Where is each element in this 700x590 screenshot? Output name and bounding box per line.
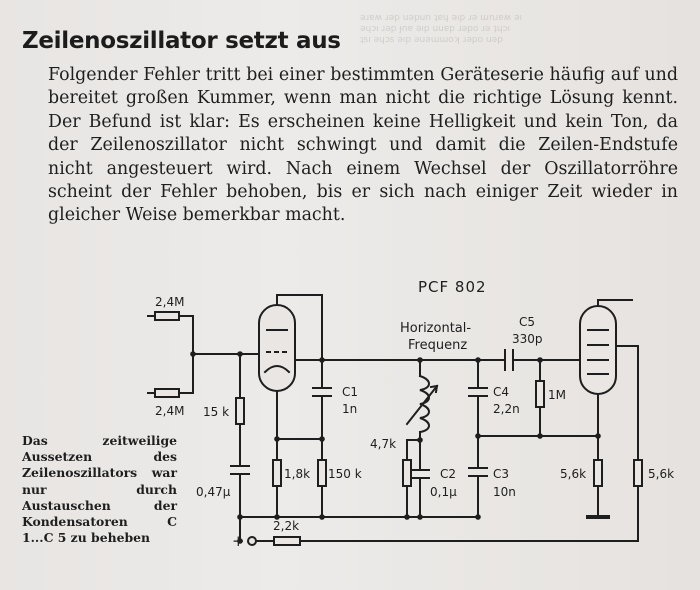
label-plus: +	[232, 532, 245, 550]
coil-variable	[418, 374, 430, 434]
article-body: Folgender Fehler tritt bei einer bestimm…	[48, 64, 678, 228]
label-r-in-top: 2,4M	[155, 295, 184, 309]
label-r-18k: 1,8k	[284, 467, 310, 481]
plus-terminal	[247, 536, 257, 546]
resistor-input-bottom	[154, 388, 180, 398]
label-r-15k: 15 k	[203, 405, 229, 419]
figure-caption: Das zeitweilige Aussetzen des Zeilenoszi…	[22, 433, 177, 546]
label-c1-value: 1n	[342, 402, 357, 416]
capacitor-c5	[504, 349, 514, 371]
capacitor-c1	[312, 387, 332, 397]
label-freq-1: Horizontal-	[400, 321, 471, 336]
resistor-4-7k	[402, 459, 412, 487]
resistor-5-6k-b	[633, 459, 643, 487]
resistor-1-8k	[272, 459, 282, 487]
label-r-1m: 1M	[548, 388, 566, 402]
capacitor-047	[230, 465, 250, 475]
label-r-56k-a: 5,6k	[560, 467, 586, 481]
label-c1-name: C1	[342, 385, 358, 399]
label-c5-value: 330p	[512, 332, 543, 346]
label-r-22k: 2,2k	[273, 519, 299, 533]
label-r-150k: 150 k	[328, 467, 362, 481]
article-paragraph: Folgender Fehler tritt bei einer bestimm…	[48, 65, 678, 226]
resistor-15k	[235, 397, 245, 425]
tube-left-anode-lead	[276, 294, 323, 361]
label-c4-value: 2,2n	[493, 402, 520, 416]
capacitor-c4	[468, 387, 488, 397]
label-r-in-bottom: 2,4M	[155, 404, 184, 418]
label-r-56k-b: 5,6k	[648, 467, 674, 481]
label-c2-name: C2	[440, 467, 456, 481]
resistor-input-top	[154, 311, 180, 321]
tube-right-envelope	[579, 305, 617, 395]
bleed-through-texture: ǝɹɐʍ ɹǝp uǝpun ʇɐɥ ǝıp ɹǝ ɯnɹɐʍ ǝı ǝɥɔı …	[360, 13, 523, 45]
resistor-150k	[317, 459, 327, 487]
label-c2-value: 0,1µ	[430, 485, 457, 499]
tube-left-envelope	[258, 304, 296, 392]
article-title: Zeilenoszillator setzt aus	[22, 28, 341, 54]
label-c5-name: C5	[519, 315, 535, 329]
resistor-5-6k-a	[593, 459, 603, 487]
resistor-1m	[535, 380, 545, 408]
label-c3-value: 10n	[493, 485, 516, 499]
label-r-47k: 4,7k	[370, 437, 396, 451]
label-freq-2: Frequenz	[408, 338, 467, 353]
label-c4-name: C4	[493, 385, 509, 399]
label-c-047: 0,47µ	[196, 485, 231, 499]
label-tube: PCF 802	[418, 278, 487, 296]
capacitor-c3	[468, 467, 488, 477]
resistor-2-2k	[273, 536, 301, 546]
label-c3-name: C3	[493, 467, 509, 481]
capacitor-c2	[410, 469, 430, 479]
